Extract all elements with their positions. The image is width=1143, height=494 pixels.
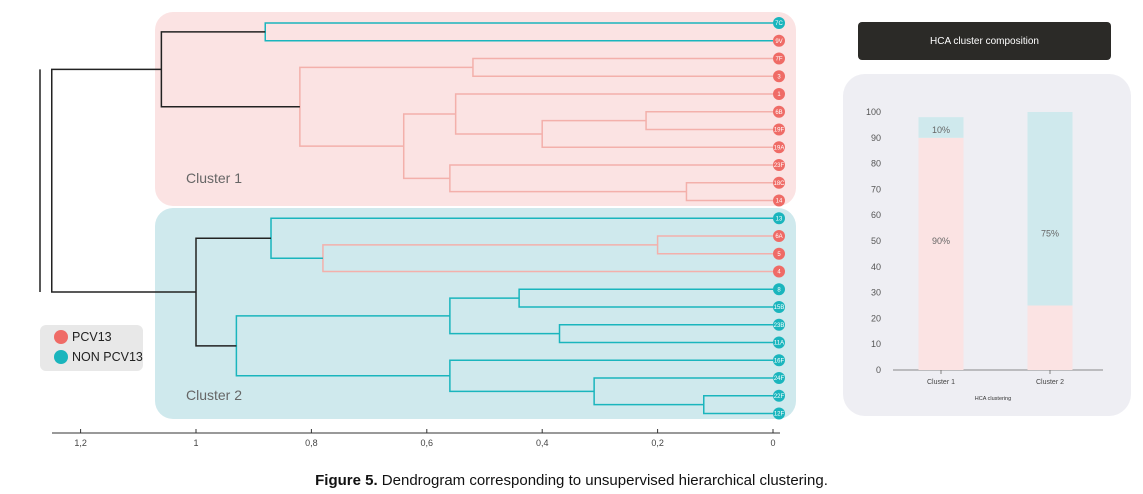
leaf-marker [773,354,785,367]
legend-label-non-pcv13: NON PCV13 [72,350,143,364]
leaf-label: 6A [775,234,782,240]
x-tick-label: 1 [193,438,198,448]
leaf-marker [773,407,785,420]
leaf-marker [773,88,785,100]
leaf-marker [773,389,785,402]
leaf-label: 7C [775,21,783,27]
leaf-marker [773,123,785,136]
leaf-marker [773,52,785,65]
x-tick-label: 0,2 [651,438,664,448]
leaf-marker [773,159,785,171]
leaf-marker [773,194,785,207]
leaf-label: 1 [777,92,781,98]
leaf-marker [773,265,785,278]
leaf-label: 19A [774,145,785,151]
leaf-label: 23F [774,163,785,169]
chart-title-bar: HCA cluster composition [858,22,1111,60]
leaf-marker [773,34,785,47]
leaf-label: 18C [773,181,785,187]
leaf-label: 6B [775,110,782,116]
leaf-marker [773,301,785,313]
leaf-label: 12F [774,412,785,418]
leaf-marker [773,318,785,331]
leaf-marker [773,141,785,154]
leaf-label: 23B [774,323,785,329]
cluster-2-label: Cluster 2 [186,387,243,403]
x-tick-label: 0,8 [305,438,318,448]
dendrogram-svg: 7C 9V 7F 3 1 6B 19F 19A 23F 18C 14 13 6A 5 4 8 15B 23B 11A… [39,12,796,448]
legend-item-non-pcv13: NON PCV13 [54,350,143,364]
composition-chart-panel [843,74,1131,416]
x-tick-label: 0 [770,438,775,448]
leaf-label: 11A [774,341,784,347]
leaf-label: 14 [776,199,783,205]
leaf-label: 13 [776,216,783,222]
non-pcv13-dot-icon [54,350,68,364]
legend-label-pcv13: PCV13 [72,330,112,344]
legend-item-pcv13: PCV13 [54,330,112,344]
leaf-label: 19F [774,128,785,134]
leaf-label: 24F [774,376,785,382]
leaf-marker [773,372,785,384]
leaf-marker [773,17,785,29]
leaf-marker [773,212,785,225]
leaf-label: 15B [774,305,785,311]
figure-caption: Figure 5. Dendrogram corresponding to un… [0,472,1143,489]
cluster-1-label: Cluster 1 [186,170,243,186]
leaf-label: 8 [777,287,781,293]
caption-text: Dendrogram corresponding to unsupervised… [381,472,828,489]
leaf-marker [773,70,785,83]
leaf-label: 3 [777,74,781,80]
leaf-label: 7F [775,57,782,63]
leaf-label: 4 [777,270,781,276]
leaf-label: 16F [774,358,785,364]
leaf-marker [773,230,785,242]
legend: PCV13 NON PCV13 [40,325,143,371]
cluster-1-region [155,12,796,206]
cluster-2-region [155,208,796,419]
leaf-marker [773,176,785,189]
leaf-marker [773,247,785,260]
chart-title: HCA cluster composition [930,35,1039,47]
x-tick-label: 0,4 [536,438,549,448]
leaf-label: 22F [774,394,785,400]
pcv13-dot-icon [54,330,68,344]
leaf-label: 9V [775,39,782,45]
leaf-marker [773,105,785,118]
leaf-marker [773,283,785,296]
leaf-label: 5 [777,252,781,258]
dendrogram-branch [51,68,196,293]
x-tick-label: 1,2 [74,438,87,448]
leaf-marker [773,336,785,349]
caption-prefix: Figure 5. [315,472,378,489]
x-tick-label: 0,6 [421,438,434,448]
